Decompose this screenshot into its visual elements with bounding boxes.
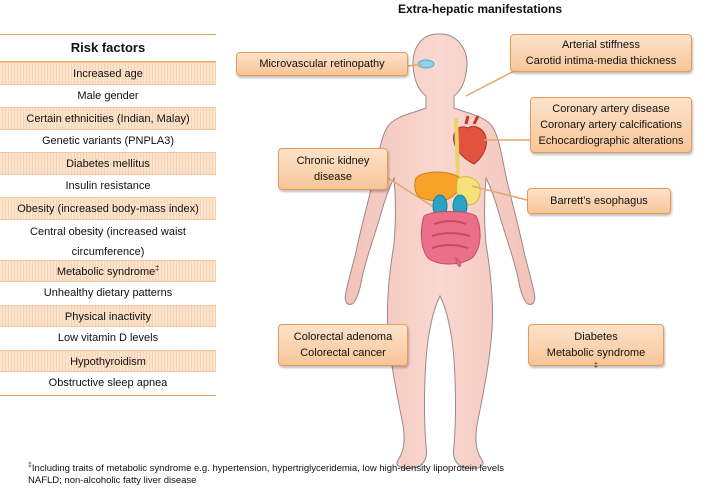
callout-barrett: Barrett’s esophagus (527, 188, 671, 214)
risk-factor-row: Hypothyroidism (0, 349, 216, 372)
footnote: ‡Including traits of metabolic syndrome … (28, 461, 504, 486)
risk-factor-row: Unhealthy dietary patterns (43, 287, 173, 299)
risk-factor-row: Central obesity (increased waist circumf… (30, 225, 186, 258)
risk-factors-header: Risk factors (0, 35, 216, 62)
esophagus-icon (454, 117, 460, 179)
risk-factors-table: Risk factors Increased age Male gender C… (0, 34, 216, 396)
intestine-icon (420, 211, 481, 267)
risk-factor-row: Increased age (0, 62, 216, 85)
callout-cardiac: Coronary artery disease Coronary artery … (530, 97, 692, 153)
callout-diabetes: Diabetes Metabolic syndrome‡ (528, 324, 664, 369)
callout-retinopathy: Microvascular retinopathy (236, 52, 408, 76)
risk-factor-row: Diabetes mellitus (0, 152, 216, 175)
callout-colorectal: Colorectal adenoma Colorectal cancer (278, 324, 408, 366)
heart-vessels (464, 115, 480, 125)
callout-kidney: Chronic kidney disease (278, 148, 388, 190)
leader-lines (387, 63, 530, 207)
risk-factor-row: Genetic variants (PNPLA3) (41, 134, 175, 147)
risk-factor-row: Physical inactivity (0, 304, 216, 327)
heart-icon (453, 125, 487, 165)
risk-factor-row: Male gender (77, 89, 139, 102)
risk-factor-row: Certain ethnicities (Indian, Malay) (0, 107, 216, 130)
risk-factor-row: Obstructive sleep apnea (0, 372, 216, 396)
callout-arterial: Arterial stiffness Carotid intima-media … (510, 34, 692, 72)
risk-factor-row: Insulin resistance (65, 179, 151, 192)
risk-factor-row: Low vitamin D levels (57, 332, 159, 344)
figure-title: Extra-hepatic manifestations (397, 2, 563, 16)
risk-factor-row: Obesity (increased body-mass index) (0, 197, 216, 220)
risk-factor-row: Metabolic syndrome‡ (0, 259, 216, 282)
